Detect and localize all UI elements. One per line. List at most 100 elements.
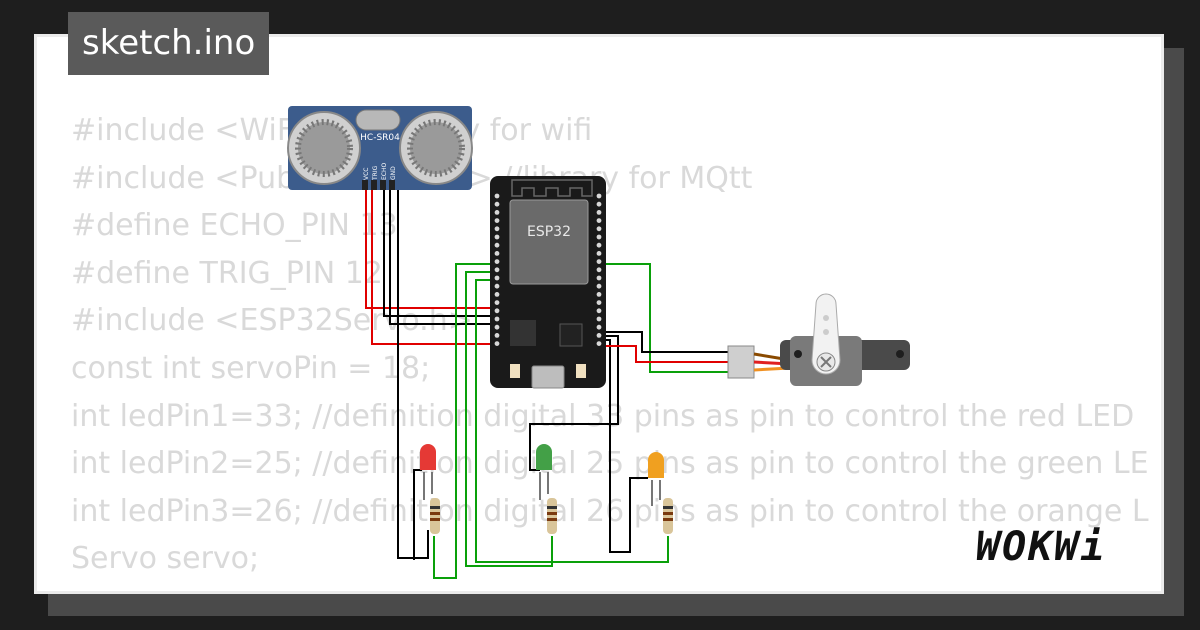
wire-trig: [383, 188, 496, 317]
resistor-3[interactable]: [663, 498, 673, 534]
esp32-usb-chip: [559, 323, 583, 347]
servo-horn-hole: [823, 329, 829, 335]
code-line: int ledPin2=25; //definition digital 25 …: [71, 446, 1149, 482]
code-line: #include <ESP32Servo.h>: [71, 303, 473, 339]
wire-led2: [465, 271, 553, 567]
usb-port: [531, 365, 565, 389]
wire-led3: [475, 279, 669, 563]
esp32-pin: [494, 267, 500, 273]
sensor-pin: [371, 180, 377, 190]
esp32-pin: [494, 292, 500, 297]
wokwi-logo: WOKWi: [976, 524, 1107, 570]
resistor-band: [547, 518, 557, 521]
sensor-label: HC-SR04: [360, 133, 400, 143]
led-orange-body: [648, 452, 664, 478]
esp32-pin: [596, 267, 602, 273]
esp32-pin: [596, 259, 602, 264]
resistor-band: [663, 518, 673, 521]
esp32-pin: [494, 259, 500, 264]
pin-label-echo: ECHO: [381, 163, 388, 180]
led-red-body: [420, 444, 436, 470]
led-green-body: [536, 444, 552, 470]
resistor-band: [430, 506, 440, 509]
esp32-pin: [494, 308, 500, 314]
resistor-band: [430, 518, 440, 521]
pin-label-gnd: GND: [390, 166, 397, 180]
led-red[interactable]: [420, 444, 436, 500]
wire-led3-gnd: [600, 339, 648, 553]
led-green[interactable]: [536, 444, 552, 500]
esp32-pin: [494, 226, 500, 232]
en-button: [576, 364, 586, 378]
servo-motor[interactable]: [727, 293, 910, 386]
esp32-regulator: [510, 320, 536, 346]
esp32-pin: [494, 283, 500, 289]
esp32-pin: [596, 234, 602, 240]
ultrasonic-sensor[interactable]: HC-SR04 VCC TRIG ECHO GND: [287, 106, 473, 190]
resistor-3-body: [663, 498, 673, 534]
sensor-pin: [389, 180, 395, 190]
code-line: Servo servo;: [71, 541, 260, 577]
esp32-pin: [596, 333, 602, 338]
pin-label-vcc: VCC: [363, 168, 370, 180]
esp32-pin: [596, 275, 602, 281]
esp32-pin: [494, 242, 500, 248]
esp32-pin: [596, 308, 602, 314]
esp32-pin: [494, 210, 500, 215]
resistor-1[interactable]: [430, 498, 440, 534]
esp32-pin: [596, 283, 602, 289]
boot-button: [510, 364, 520, 378]
resistor-band: [663, 506, 673, 509]
code-line: long ms = 0;: [71, 583, 1149, 591]
esp32-pin: [596, 324, 602, 330]
sensor-pin: [380, 180, 386, 190]
esp32-pin: [596, 251, 602, 256]
esp32-pin: [494, 201, 500, 207]
resistor-2-body: [547, 498, 557, 534]
transducer-left: [287, 111, 361, 185]
esp32-pin-header-right: [596, 193, 602, 346]
esp32-pin: [494, 333, 500, 338]
wire-servo-gnd: [600, 331, 728, 353]
wires: [365, 188, 728, 579]
esp32-pin: [596, 210, 602, 215]
sensor-pin: [362, 180, 368, 190]
esp32-pin: [596, 292, 602, 297]
transducer-right: [399, 111, 473, 185]
esp32-pin: [596, 201, 602, 207]
file-tab[interactable]: sketch.ino: [68, 12, 270, 75]
esp32-label: ESP32: [527, 224, 571, 240]
resistor-1-body: [430, 498, 440, 534]
esp32-pin: [596, 341, 602, 346]
resistor-band: [547, 506, 557, 509]
esp32-module: [509, 199, 589, 285]
esp32-pin: [494, 234, 500, 240]
esp32-board[interactable]: ESP32: [490, 176, 606, 389]
wire-echo: [389, 188, 496, 325]
esp32-pin-header-left: [494, 193, 500, 346]
wire-led2-gnd: [529, 335, 619, 471]
pin-label-trig: TRIG: [372, 165, 379, 181]
wire-vcc-2: [371, 188, 496, 345]
wire-servo-vcc: [600, 345, 728, 363]
resistor-2[interactable]: [547, 498, 557, 534]
wire-vcc: [365, 188, 496, 309]
servo-connector: [727, 345, 755, 379]
esp32-pin: [494, 341, 500, 346]
esp32-pin: [596, 300, 602, 305]
esp32-pin: [494, 275, 500, 281]
esp32-pin: [596, 193, 602, 199]
esp32-pin: [494, 316, 500, 322]
esp32-pin: [596, 226, 602, 232]
esp32-pin: [494, 324, 500, 330]
esp32-pin: [596, 218, 602, 224]
code-line: int ledPin1=33; //definition digital 33 …: [71, 398, 1135, 434]
esp32-pin: [596, 316, 602, 322]
servo-horn-hole: [823, 315, 829, 321]
wire-led1: [433, 263, 496, 579]
resistor-band: [663, 512, 673, 515]
servo-mount-hole: [896, 350, 904, 358]
esp32-antenna: [511, 179, 593, 197]
led-orange[interactable]: [648, 452, 664, 506]
